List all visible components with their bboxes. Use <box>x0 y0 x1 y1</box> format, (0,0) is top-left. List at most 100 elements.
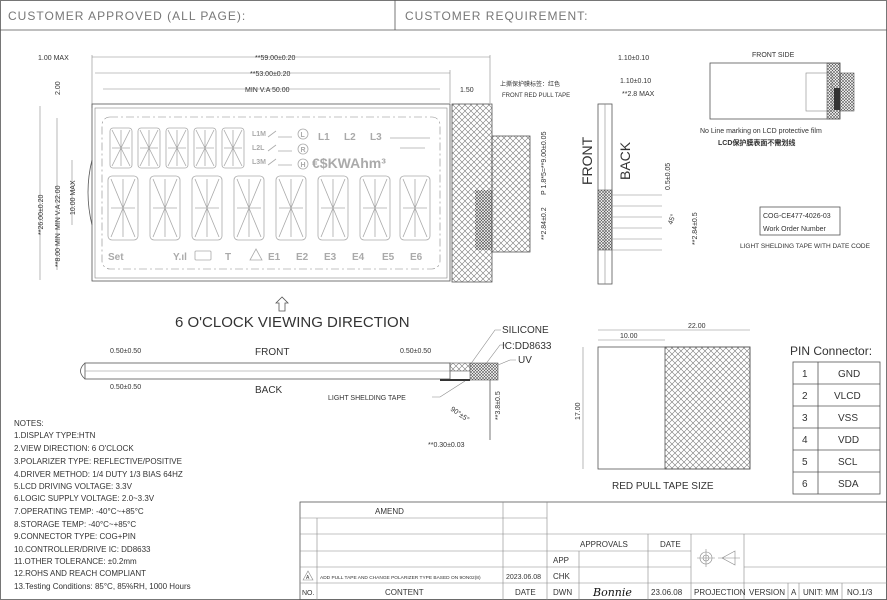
title-block: AMEND A ADD PULL TAPE AND CHANGE POLARIZ… <box>299 501 887 600</box>
section-pin-len: **3.8±0.5 <box>495 391 502 420</box>
seg-circles: L R H <box>297 128 309 170</box>
red-pull-tape <box>491 135 531 253</box>
sheet-number: NO.1/3 <box>847 588 873 597</box>
pull-tape-width: 22.00 <box>688 323 706 330</box>
work-order-code: COG-CE477-4026-03 <box>763 213 831 220</box>
pull-tape-inner: 10.00 <box>620 333 638 340</box>
side-back: BACK <box>617 141 633 180</box>
dim-pin-offset: **2.84±0.2 <box>541 207 548 240</box>
section-front: FRONT <box>255 347 289 358</box>
svg-text:5: 5 <box>802 457 808 468</box>
version-value: A <box>791 588 797 597</box>
arrow-icons <box>390 137 430 149</box>
svg-text:GND: GND <box>838 369 860 380</box>
side-dim-3: **2.8 MAX <box>622 91 655 98</box>
small-digits <box>109 127 245 169</box>
dim-left-max: 1.00 MAX <box>38 55 69 62</box>
seg-sw-l3m: L3M <box>252 159 266 166</box>
note-item: 11.OTHER TOLERANCE: ±0.2mm <box>14 557 137 566</box>
section-dim-left-top: 0.50±0.50 <box>110 348 141 355</box>
dwn-signature: Bonnie <box>592 586 632 599</box>
dim-va-width: MIN V.A 50.00 <box>245 87 290 94</box>
tape-label-cn: 上撕保护膜标签：红色 <box>500 80 560 88</box>
svg-text:VSS: VSS <box>838 413 858 424</box>
revision-date: 2023.06.08 <box>506 574 541 581</box>
revision-mark: A <box>306 575 310 581</box>
front-side-note-cn: LCD保护膜表面不需划线 <box>718 138 795 147</box>
section-view: FRONT BACK 0.50±0.50 0.50±0.50 0.50±0.50… <box>80 325 552 449</box>
pin-row: 3 VSS <box>802 413 858 424</box>
pull-tape-size: 22.00 10.00 17.00 RED PULL TAPE SIZE <box>575 323 751 492</box>
projection-symbol-icon <box>697 549 740 567</box>
svg-text:4: 4 <box>802 435 808 446</box>
projection-label: PROJECTION <box>694 588 746 597</box>
seg-e3: E3 <box>324 252 337 263</box>
seg-e1: E1 <box>268 252 281 263</box>
seg-phase-l1: L1 <box>318 132 330 143</box>
note-item: 4.DRIVER METHOD: 1/4 DUTY 1/3 BIAS 64HZ <box>14 470 183 479</box>
customer-requirement-label: CUSTOMER REQUIREMENT: <box>405 9 588 23</box>
version-label: VERSION <box>749 588 785 597</box>
amend-label: AMEND <box>375 507 404 516</box>
side-view: 1.10±0.10 1.10±0.10 **2.8 MAX FRONT BACK… <box>579 55 699 285</box>
tape-label: FRONT RED PULL TAPE <box>502 93 570 99</box>
side-dim-1: 1.10±0.10 <box>618 55 649 62</box>
col-content: CONTENT <box>385 588 424 597</box>
unit-label: UNIT: MM <box>803 588 839 597</box>
work-order-caption: LIGHT SHELDING TAPE WITH DATE CODE <box>740 243 871 250</box>
revision-triangle-icon <box>302 570 314 581</box>
label-ic: IC:DD8633 <box>502 341 552 352</box>
label-light-tape: LIGHT SHELDING TAPE <box>328 395 406 402</box>
svg-text:H: H <box>301 162 306 169</box>
svg-text:SDA: SDA <box>838 479 859 490</box>
viewing-arrow-icon <box>275 296 289 312</box>
side-dim-2: 1.10±0.10 <box>620 78 651 85</box>
svg-text:L: L <box>301 132 306 139</box>
svg-text:6: 6 <box>802 479 808 490</box>
label-uv: UV <box>518 355 532 366</box>
pull-tape-height: 17.00 <box>575 402 582 420</box>
revision-content: ADD PULL TAPE AND CHANGE POLARIZER TYPE … <box>320 575 481 581</box>
note-item: 3.POLARIZER TYPE: REFLECTIVE/POSITIVE <box>14 457 182 466</box>
dim-pitch: P 1.8*5=**9.00±0.05 <box>541 131 548 195</box>
big-digits <box>107 175 431 241</box>
dim-bump: 10.00 MAX <box>70 180 77 215</box>
svg-text:VLCD: VLCD <box>834 391 861 402</box>
seg-e4: E4 <box>352 252 365 263</box>
front-side-title: FRONT SIDE <box>752 52 795 59</box>
note-item: 7.OPERATING TEMP: -40°C~+85°C <box>14 507 144 516</box>
switch-icons <box>267 130 292 166</box>
work-order-label: Work Order Number <box>763 226 827 233</box>
svg-text:2: 2 <box>802 391 808 402</box>
chk-label: CHK <box>553 572 571 581</box>
seg-phase-l2: L2 <box>344 132 356 143</box>
side-angle: 45° <box>666 213 677 226</box>
dim-overall-width: **59.00±0.20 <box>255 55 296 62</box>
dim-height: **26.00±0.20 <box>38 194 45 235</box>
col-no: NO. <box>302 590 315 597</box>
notes-title: NOTES: <box>14 419 44 428</box>
svg-text:3: 3 <box>802 413 808 424</box>
svg-text:R: R <box>301 147 306 154</box>
col-date: DATE <box>515 588 536 597</box>
seg-t: T <box>225 252 231 263</box>
note-item: 13.Testing Conditions: 85°C, 85%RH, 1000… <box>14 582 191 591</box>
dwn-label: DWN <box>553 588 572 597</box>
side-pin-width: 0.5±0.05 <box>665 163 672 190</box>
section-pin-thk: **0.30±0.03 <box>428 442 465 449</box>
seg-set: Set <box>108 252 124 263</box>
approvals-label: APPROVALS <box>580 540 628 549</box>
dim-top: 2.00 <box>55 81 62 95</box>
ic-area <box>475 190 492 250</box>
label-silicone: SILICONE <box>502 325 549 336</box>
dim-glass-width: **53.00±0.20 <box>250 71 291 78</box>
pin-row: 6 SDA <box>802 479 859 490</box>
pin-row: 2 VLCD <box>802 391 861 402</box>
dwn-date: 23.06.08 <box>651 588 683 597</box>
seg-sw-l2l: L2L <box>252 145 265 152</box>
notes: NOTES: 1.DISPLAY TYPE:HTN 2.VIEW DIRECTI… <box>14 419 191 591</box>
